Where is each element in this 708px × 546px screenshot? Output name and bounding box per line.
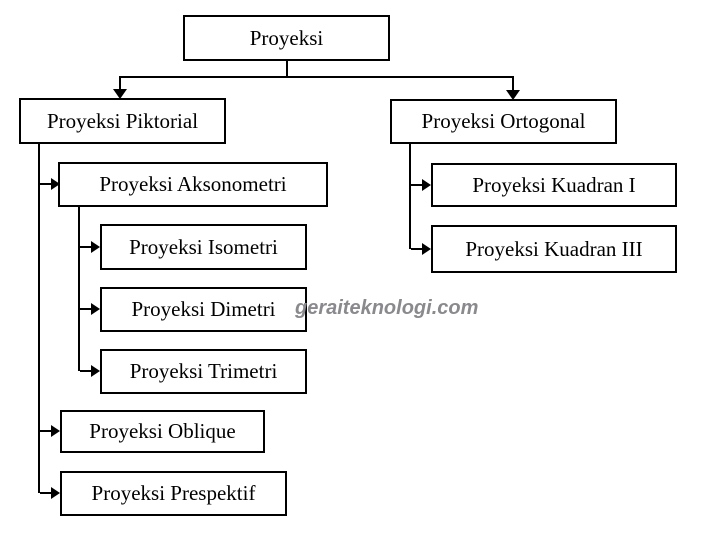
connector-branch-dimetri (80, 308, 92, 310)
connector-aksonometri-spine (78, 207, 80, 371)
node-proyeksi: Proyeksi (183, 15, 390, 61)
node-proyeksi-piktorial: Proyeksi Piktorial (19, 98, 226, 144)
arrowhead-right-oblique-icon (51, 425, 60, 437)
arrowhead-right-trimetri-icon (91, 365, 100, 377)
connector-branch-isometri (80, 246, 92, 248)
connector-drop-ortogonal (512, 78, 514, 90)
connector-branch-kuadran-iii (411, 248, 423, 250)
node-proyeksi-kuadran-iii: Proyeksi Kuadran III (431, 225, 677, 273)
arrowhead-right-isometri-icon (91, 241, 100, 253)
arrowhead-down-ortogonal-icon (506, 90, 520, 100)
arrowhead-down-piktorial-icon (113, 89, 127, 99)
connector-branch-kuadran-i (411, 184, 423, 186)
connector-top-horizontal (119, 76, 514, 78)
arrowhead-right-dimetri-icon (91, 303, 100, 315)
connector-branch-trimetri (80, 370, 92, 372)
node-proyeksi-ortogonal: Proyeksi Ortogonal (390, 99, 617, 144)
connector-piktorial-spine (38, 144, 40, 493)
node-proyeksi-trimetri: Proyeksi Trimetri (100, 349, 307, 394)
node-proyeksi-aksonometri: Proyeksi Aksonometri (58, 162, 328, 207)
node-proyeksi-oblique: Proyeksi Oblique (60, 410, 265, 453)
watermark-text: geraiteknologi.com (295, 297, 479, 319)
connector-ortogonal-spine (409, 144, 411, 249)
arrowhead-right-aksonometri-icon (51, 178, 60, 190)
node-proyeksi-kuadran-i: Proyeksi Kuadran I (431, 163, 677, 207)
node-proyeksi-isometri: Proyeksi Isometri (100, 224, 307, 270)
arrowhead-right-prespektif-icon (51, 487, 60, 499)
connector-branch-aksonometri (40, 183, 52, 185)
node-proyeksi-dimetri: Proyeksi Dimetri (100, 287, 307, 332)
connector-drop-piktorial (119, 78, 121, 90)
connector-branch-prespektif (40, 492, 52, 494)
node-proyeksi-prespektif: Proyeksi Prespektif (60, 471, 287, 516)
arrowhead-right-kuadran-i-icon (422, 179, 431, 191)
connector-branch-oblique (40, 430, 52, 432)
connector-proyeksi-stem (286, 61, 288, 77)
arrowhead-right-kuadran-iii-icon (422, 243, 431, 255)
